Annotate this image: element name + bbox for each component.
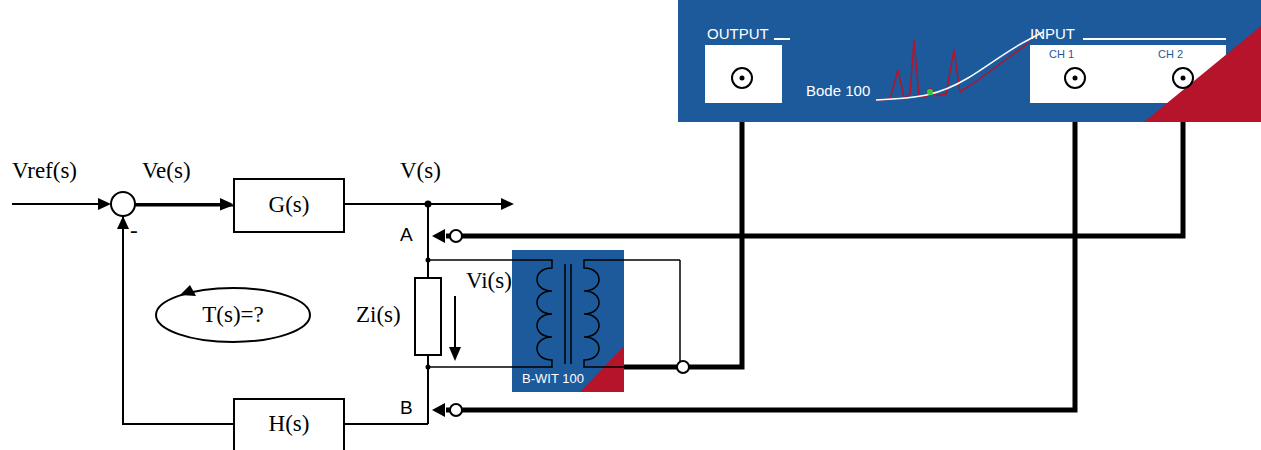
block-label: G(s) [269,192,310,218]
port-label: OUTPUT [707,25,769,42]
cable-connector [450,230,462,242]
arrow-head [449,347,461,361]
signal-cable [624,122,742,367]
node-label: A [400,224,413,246]
cable-connector [677,361,689,373]
probe-tip [432,403,445,417]
probe-tip [432,229,445,243]
resistor-symbol [415,278,441,355]
junction-dot [426,365,431,370]
arrow-head [117,216,129,229]
channel-label: CH 1 [1049,48,1074,61]
cable-connector [450,404,462,416]
summing-junction [111,192,135,216]
signal-name: V(s) [400,158,441,184]
probe-cable [446,122,1183,236]
reference-wire [12,203,99,205]
impedance-label: Zi(s) [356,302,401,328]
output-wire [345,203,502,205]
port-label: INPUT [1030,25,1075,42]
voltage-arrow [454,296,456,348]
transformer-symbol [512,250,624,392]
feedback-wire [345,423,428,425]
injection-wire [679,260,681,367]
probe-cable [446,122,1075,410]
transfer-block: G(s) [233,178,345,233]
arrow-head [98,198,111,210]
arrow-head [501,198,514,210]
voltage-label: Vi(s) [466,268,512,294]
signal-name: Vref(s) [12,158,77,184]
loop-gain-label: T(s)=? [202,302,264,328]
junction-dot [426,258,431,263]
block-label: H(s) [269,411,310,437]
error-wire [135,203,222,205]
device-name: Bode 100 [806,82,870,99]
sign-label: - [130,218,138,244]
loop-ellipse [156,288,310,342]
loop-wire [427,204,429,278]
injection-transformer: B-WIT 100 [512,250,624,392]
channel-label: CH 2 [1158,48,1183,61]
signal-name: Ve(s) [142,158,191,184]
analyzer-panel: OUTPUT Bode 100 INPUT CH 1 CH 2 [678,0,1261,122]
panel-graphics [678,0,1261,122]
arrow-head [220,198,233,210]
feedback-block: H(s) [233,398,345,450]
device-name: B-WIT 100 [522,372,584,387]
node-label: B [400,397,413,419]
arrow-head [180,285,196,296]
